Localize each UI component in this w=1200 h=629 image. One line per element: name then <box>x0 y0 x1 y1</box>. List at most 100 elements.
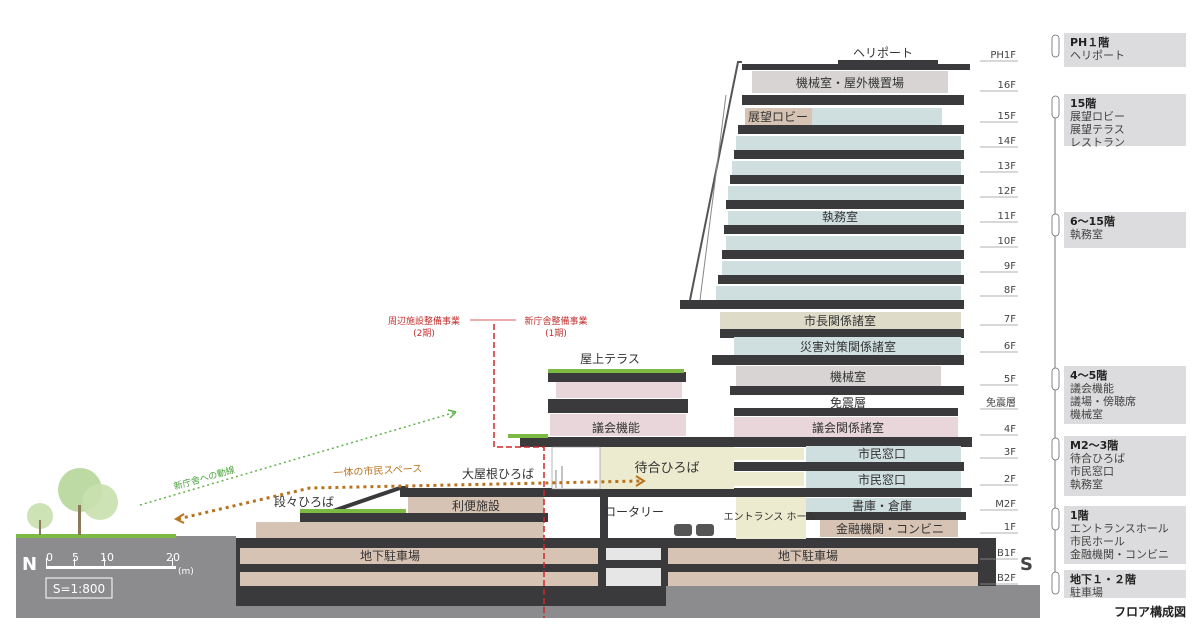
path-arrow-orange <box>177 479 641 521</box>
scale-tick-20: 20 <box>166 551 180 564</box>
legend-marker <box>1051 34 1060 58</box>
room-convenience: 利便施設 <box>452 498 500 513</box>
legend-item-title: 4～5階 <box>1070 368 1107 382</box>
legend-marker <box>1051 213 1060 237</box>
room-assembly: 議会関係諸室 <box>812 420 884 435</box>
phase2-title: 周辺施設整備事業 <box>388 315 460 327</box>
phase1-sub: (1期) <box>545 328 567 339</box>
legend-item-title: 1階 <box>1070 508 1089 522</box>
room-office: 執務室 <box>822 209 858 224</box>
floor-label-PH1F: PH1F <box>990 50 1016 61</box>
scale-unit: (m) <box>178 567 194 577</box>
floor-label-2F: 2F <box>1004 474 1016 485</box>
compass-north: N <box>22 554 37 575</box>
roof-slab <box>742 64 970 70</box>
floor-label-B1F: B1F <box>997 548 1016 559</box>
legend-item-line: 市民ホール <box>1070 534 1125 548</box>
floor-label-14F: 14F <box>998 136 1017 147</box>
basement-left-block <box>236 586 666 606</box>
room-waiting-plaza: 待合ひろば <box>634 461 699 476</box>
scale-tick-10: 10 <box>100 551 114 564</box>
floor-label-menshin: 免震層 <box>986 396 1016 409</box>
floor-label-7F: 7F <box>1004 314 1016 325</box>
legend-item-line: 展望テラス <box>1070 123 1125 136</box>
room-assembly-function: 議会機能 <box>592 420 640 435</box>
compass-south: S <box>1020 554 1033 575</box>
legend-box <box>1064 212 1186 248</box>
floor-label-9F: 9F <box>1004 261 1016 272</box>
room-rotary: ロータリー <box>604 505 664 519</box>
phase2-sub: (2期) <box>413 328 435 339</box>
legend-box <box>1064 366 1186 424</box>
ground <box>16 536 1040 618</box>
room-citizen-2f: 市民窓口 <box>858 472 906 487</box>
floor-label-5F: 5F <box>1004 374 1016 385</box>
legend-item-line: 執務室 <box>1070 477 1103 491</box>
floor-label-M2F: M2F <box>995 499 1016 510</box>
legend-marker <box>1051 571 1060 595</box>
scale-bar: 0 5 10 20 (m) S=1:800 <box>45 551 194 599</box>
legend-item-line: 待合ひろば <box>1070 451 1125 465</box>
legend-item-line: 市民窓口 <box>1070 464 1114 478</box>
legend-marker <box>1051 507 1060 531</box>
floor-label-10F: 10F <box>998 236 1017 247</box>
room-large-roof-plaza: 大屋根ひろば <box>462 467 534 481</box>
legend-item-title: 15階 <box>1070 96 1096 110</box>
room-heliport: ヘリポート <box>853 46 913 60</box>
legend-item-line: エントランスホール <box>1070 522 1169 535</box>
phase-boundary-line <box>493 324 545 618</box>
scale-tick-0: 0 <box>46 551 53 564</box>
legend-marker <box>1051 367 1060 391</box>
room-machine: 機械室 <box>830 369 866 384</box>
legend-box <box>1064 506 1186 564</box>
legend-item-title: PH１階 <box>1070 35 1109 49</box>
legend-marker <box>1051 437 1060 461</box>
legend-item-title: M2～3階 <box>1070 438 1118 452</box>
room-citizen-3f: 市民窓口 <box>858 446 906 461</box>
room-parking-right: 地下駐車場 <box>778 548 838 563</box>
legend-item-line: ヘリポート <box>1070 49 1125 62</box>
floor-label-4F: 4F <box>1004 424 1016 435</box>
room-observation-lobby: 展望ロビー <box>748 110 808 124</box>
legend-box <box>1064 570 1186 598</box>
legend-item-title: 地下１・２階 <box>1070 572 1136 586</box>
floor-label-12F: 12F <box>998 186 1017 197</box>
legend-box <box>1064 33 1186 67</box>
legend-item-line: 議会機能 <box>1070 381 1114 395</box>
floor-label-13F: 13F <box>998 161 1017 172</box>
floor-label-1F: 1F <box>1004 522 1016 533</box>
floor-label-16F: 16F <box>998 80 1017 91</box>
legend-item-line: 展望ロビー <box>1070 110 1125 123</box>
legend-marker <box>1051 95 1060 119</box>
floor-label-3F: 3F <box>1004 447 1016 458</box>
legend-item-line: 執務室 <box>1070 227 1103 241</box>
scale-ratio: S=1:800 <box>53 582 105 596</box>
room-rooftop-terrace: 屋上テラス <box>580 352 640 366</box>
label-path: 新庁舎への動線 <box>172 464 236 493</box>
legend-box <box>1064 436 1186 496</box>
floor-labels: PH1F 16F 15F 14F 13F 12F 11F 10F 9F 8F 7F 6F 5F 免震層 4F… <box>980 50 1018 585</box>
floor-label-15F: 15F <box>998 111 1017 122</box>
room-machine-outdoor: 機械室・屋外機置場 <box>796 75 904 90</box>
floor-label-11F: 11F <box>998 211 1017 222</box>
room-disaster: 災害対策関係諸室 <box>800 339 896 354</box>
room-mayor: 市長関係諸室 <box>804 313 876 328</box>
legend-item-line: 金融機関・コンビニ <box>1070 547 1169 561</box>
legend-item-line: 駐車場 <box>1070 585 1103 599</box>
legend-item-title: 6～15階 <box>1070 214 1115 228</box>
room-storage: 書庫・倉庫 <box>852 498 912 513</box>
floor-label-8F: 8F <box>1004 285 1016 296</box>
legend-box <box>1064 94 1186 146</box>
floor-legend: PH１階ヘリポート15階展望ロビー展望テラスレストラン6～15階執務室4～5階議… <box>1051 33 1186 599</box>
room-seismic: 免震層 <box>830 395 866 410</box>
scale-tick-5: 5 <box>72 551 79 564</box>
phase1-title: 新庁舎整備事業 <box>524 315 587 327</box>
legend-item-line: レストラン <box>1070 136 1125 149</box>
room-parking-left: 地下駐車場 <box>360 548 420 563</box>
legend-title: フロア構成図 <box>1114 604 1186 619</box>
floor-label-6F: 6F <box>1004 341 1016 352</box>
legend-item-line: 機械室 <box>1070 407 1103 421</box>
room-bank: 金融機関・コンビニ <box>836 521 944 536</box>
label-integrated-space: 一体の市民スペース <box>333 462 422 480</box>
